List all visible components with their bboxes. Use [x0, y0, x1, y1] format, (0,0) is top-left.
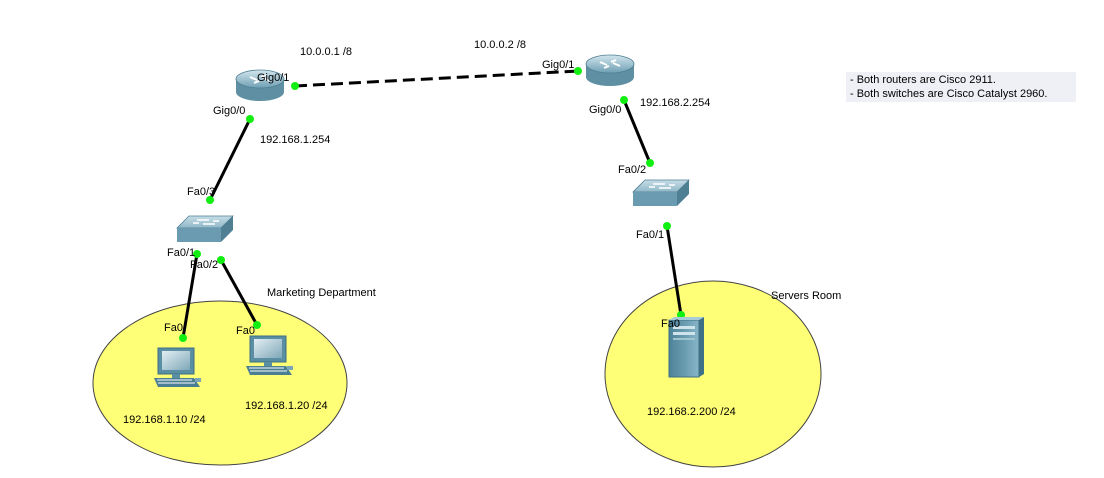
r1-wan-address: 10.0.0.1 /8: [300, 46, 352, 58]
link-light: [291, 82, 299, 90]
r2-sw2-cable[interactable]: [622, 99, 652, 164]
sw1-pc2-cable[interactable]: [219, 259, 259, 326]
r1-gig00-label: Gig0/0: [213, 105, 246, 117]
link-light: [193, 250, 201, 258]
sw1-pc1-cable[interactable]: [181, 253, 199, 339]
sw1-fa01-label: Fa0/1: [167, 247, 196, 259]
server-address: 192.168.2.200 /24: [647, 406, 736, 418]
notes-box: - Both routers are Cisco 2911. - Both sw…: [846, 72, 1076, 102]
router-icon[interactable]: [235, 69, 285, 101]
link-light: [253, 321, 261, 329]
note-line-switches: - Both switches are Cisco Catalyst 2960.: [850, 88, 1048, 100]
sw1-fa02-label: Fa0/2: [190, 259, 219, 271]
link-light: [206, 196, 214, 204]
switch-icon[interactable]: [176, 215, 234, 242]
link-light: [646, 159, 654, 167]
link-light: [574, 67, 582, 75]
switch-icon[interactable]: [632, 179, 690, 206]
pc1-fa0-label: Fa0: [164, 322, 183, 334]
link-lights: [179, 67, 685, 342]
pc1-address: 192.168.1.10 /24: [123, 414, 206, 426]
r1-gig01-label: Gig0/1: [257, 72, 290, 84]
r2-wan-address: 10.0.0.2 /8: [474, 39, 526, 51]
servers-room-label: Servers Room: [771, 290, 842, 302]
router-icon[interactable]: [585, 54, 635, 86]
servers-room-area: [604, 280, 822, 468]
marketing-area: [92, 300, 348, 466]
link-light: [663, 222, 671, 230]
r2-gig00-label: Gig0/0: [589, 104, 622, 116]
pc2-fa0-label: Fa0: [236, 325, 255, 337]
marketing-area-label: Marketing Department: [267, 287, 376, 299]
sw1-fa03-label: Fa0/3: [187, 186, 216, 198]
r2-lan-address: 192.168.2.254: [640, 97, 711, 109]
link-light: [217, 256, 225, 264]
r2-gig01-label: Gig0/1: [542, 59, 575, 71]
link-light: [246, 115, 254, 123]
server-fa0-label: Fa0: [661, 318, 680, 330]
sw2-server-cable[interactable]: [665, 225, 683, 316]
sw2-fa01-label: Fa0/1: [636, 229, 665, 241]
r1-sw1-cable[interactable]: [208, 118, 252, 201]
server-icon[interactable]: [668, 317, 704, 378]
wan-link-cable[interactable]: [294, 69, 579, 88]
link-light: [179, 334, 187, 342]
r1-lan-address: 192.168.1.254: [260, 134, 331, 146]
pc2-address: 192.168.1.20 /24: [245, 400, 328, 412]
pc-icon[interactable]: [154, 347, 201, 387]
link-light: [620, 96, 628, 104]
pc-icon[interactable]: [246, 335, 293, 375]
sw2-fa02-label: Fa0/2: [618, 164, 647, 176]
note-line-routers: - Both routers are Cisco 2911.: [850, 74, 996, 86]
